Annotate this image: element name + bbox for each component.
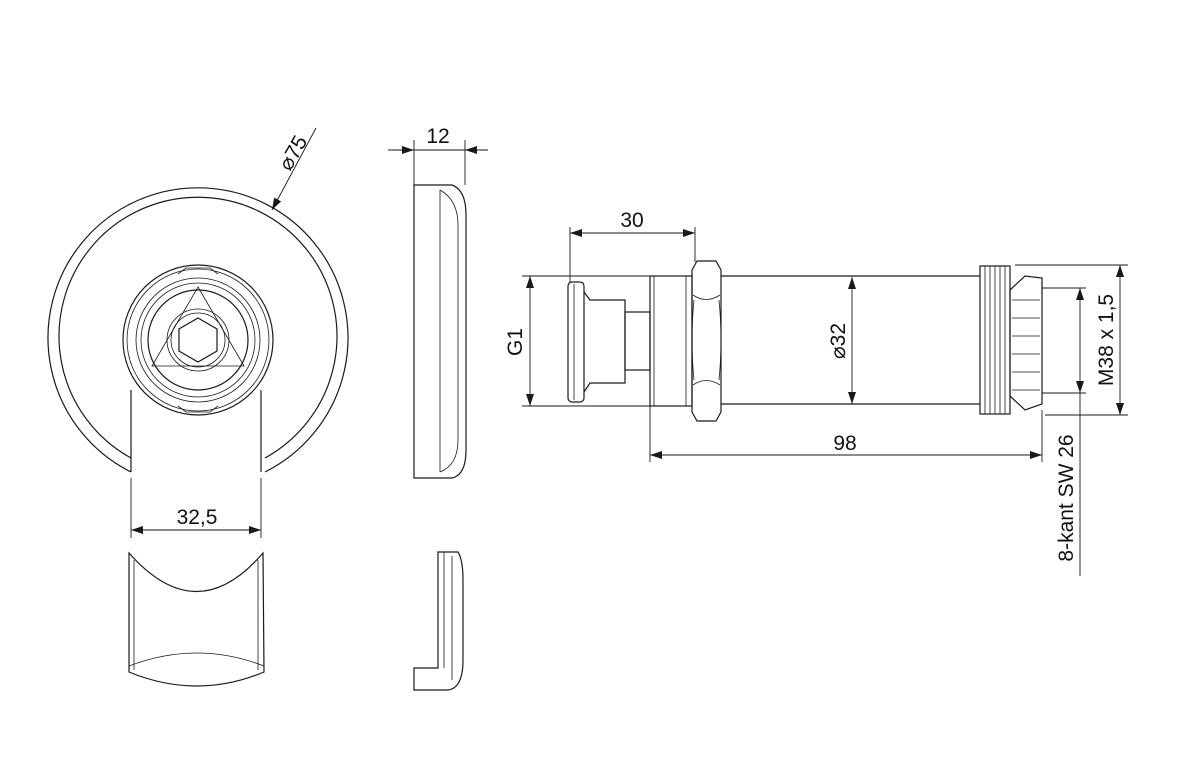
tube-diameter-dimension: ⌀32 <box>827 277 856 404</box>
insert-depth-dimension: 30 <box>569 209 696 282</box>
wrench-size-dimension: 8-kant SW 26 <box>1042 287 1086 576</box>
rosette-front-view <box>47 187 349 473</box>
nut-thread-label: M38 x 1,5 <box>1095 294 1118 386</box>
saddle-side-view <box>413 551 464 691</box>
thickness-12-dimension: 12 <box>388 125 488 185</box>
insert-depth-label: 30 <box>620 209 643 232</box>
length-label: 98 <box>833 432 856 455</box>
slot-width-dimension: 32,5 <box>130 478 262 538</box>
nut-thread-dimension: M38 x 1,5 <box>1015 264 1128 416</box>
diameter-75-dimension: ⌀75 <box>271 127 317 211</box>
fitting-side-view <box>567 260 1043 422</box>
tube-diameter-label: ⌀32 <box>827 323 850 359</box>
wrench-size-label: 8-kant SW 26 <box>1055 434 1078 561</box>
length-98-dimension: 98 <box>649 406 1043 462</box>
slot-width-label: 32,5 <box>177 506 218 529</box>
rosette-side-view <box>413 184 467 479</box>
thread-g1-dimension: G1 <box>504 275 650 407</box>
diameter-75-label: ⌀75 <box>274 132 312 175</box>
saddle-front-view <box>128 551 265 687</box>
thickness-label: 12 <box>426 125 449 148</box>
thread-g1-label: G1 <box>504 328 527 356</box>
